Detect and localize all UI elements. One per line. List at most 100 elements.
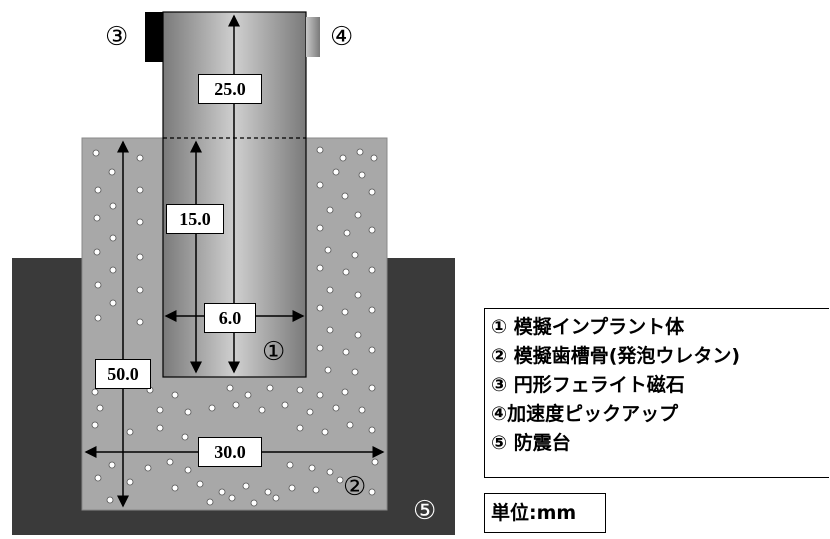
legend-item-magnet: ③ 円形フェライト磁石 — [491, 374, 685, 396]
unit-label: 単位:mm — [484, 493, 606, 533]
foam-bubble — [184, 466, 192, 474]
foam-bubble — [156, 406, 164, 414]
foam-bubble — [281, 401, 289, 409]
foam-bubble — [339, 154, 347, 162]
legend-item-pickup: ④加速度ピックアップ — [491, 403, 679, 425]
foam-bubble — [316, 391, 324, 399]
foam-bubble — [266, 384, 274, 392]
foam-bubble — [108, 461, 116, 469]
foam-bubble — [336, 476, 344, 484]
foam-bubble — [324, 366, 332, 374]
foam-bubble — [358, 406, 366, 414]
foam-bubble — [272, 494, 280, 502]
marker-pickup: ④ — [330, 22, 354, 52]
foam-bubble — [346, 421, 354, 429]
foam-bubble — [316, 344, 324, 352]
foam-bubble — [343, 229, 351, 237]
foam-bubble — [341, 192, 349, 200]
foam-bubble — [370, 154, 378, 162]
foam-bubble — [136, 154, 144, 162]
foam-bubble — [94, 314, 102, 322]
foam-bubble — [218, 488, 226, 496]
dim-label-foam-height: 50.0 — [95, 359, 151, 389]
foam-bubble — [354, 211, 362, 219]
foam-bubble — [109, 202, 117, 210]
foam-bubble — [371, 458, 379, 466]
legend-item-implant: ① 模擬インプラント体 — [491, 316, 685, 338]
ferrite-magnet — [145, 12, 163, 62]
foam-bubble — [258, 406, 266, 414]
foam-bubble — [94, 281, 102, 289]
foam-bubble — [250, 499, 258, 507]
foam-bubble — [228, 494, 236, 502]
foam-bubble — [91, 421, 99, 429]
foam-bubble — [92, 149, 100, 157]
foam-bubble — [316, 146, 324, 154]
foam-bubble — [244, 391, 252, 399]
foam-bubble — [296, 424, 304, 432]
foam-bubble — [306, 408, 314, 416]
foam-bubble — [171, 484, 179, 492]
foam-bubble — [368, 488, 376, 496]
foam-bubble — [171, 391, 179, 399]
dim-label-foam-width: 30.0 — [198, 437, 262, 467]
foam-bubble — [368, 226, 376, 234]
foam-bubble — [109, 266, 117, 274]
foam-bubble — [316, 304, 324, 312]
foam-bubble — [126, 478, 134, 486]
foam-bubble — [93, 214, 101, 222]
foam-bubble — [316, 264, 324, 272]
foam-bubble — [108, 168, 116, 176]
foam-bubble — [326, 286, 334, 294]
foam-bubble — [144, 464, 152, 472]
foam-bubble — [316, 181, 324, 189]
foam-bubble — [91, 388, 99, 396]
foam-bubble — [342, 268, 350, 276]
foam-bubble — [196, 480, 204, 488]
foam-bubble — [96, 404, 104, 412]
foam-bubble — [341, 388, 349, 396]
foam-bubble — [321, 428, 329, 436]
accelerometer-pickup — [306, 17, 320, 57]
foam-bubble — [326, 326, 334, 334]
foam-bubble — [354, 331, 362, 339]
foam-bubble — [232, 401, 240, 409]
foam-bubble — [156, 424, 164, 432]
dim-label-implant-diameter: 6.0 — [204, 303, 256, 333]
legend-item-foam: ② 模擬歯槽骨(発泡ウレタン) — [491, 345, 741, 367]
foam-bubble — [358, 171, 366, 179]
foam-bubble — [184, 408, 192, 416]
foam-bubble — [341, 308, 349, 316]
foam-bubble — [351, 368, 359, 376]
foam-bubble — [288, 484, 296, 492]
foam-bubble — [326, 468, 334, 476]
foam-bubble — [136, 186, 144, 194]
foam-bubble — [316, 224, 324, 232]
foam-bubble — [166, 458, 174, 466]
dim-label-pickup-height: 25.0 — [198, 74, 262, 104]
foam-bubble — [368, 426, 376, 434]
foam-bubble — [206, 498, 214, 506]
foam-bubble — [126, 428, 134, 436]
legend-item-table: ⑤ 防震台 — [491, 432, 571, 454]
foam-bubble — [181, 433, 189, 441]
foam-bubble — [332, 168, 340, 176]
foam-bubble — [94, 186, 102, 194]
foam-bubble — [296, 386, 304, 394]
foam-bubble — [354, 291, 362, 299]
foam-bubble — [93, 248, 101, 256]
foam-bubble — [264, 488, 272, 496]
foam-bubble — [286, 461, 294, 469]
foam-bubble — [368, 346, 376, 354]
foam-bubble — [136, 286, 144, 294]
foam-bubble — [368, 384, 376, 392]
foam-bubble — [106, 496, 114, 504]
foam-bubble — [308, 464, 316, 472]
marker-table: ⑤ — [413, 496, 437, 526]
foam-bubble — [136, 318, 144, 326]
marker-magnet: ③ — [105, 22, 129, 52]
foam-bubble — [342, 348, 350, 356]
foam-bubble — [326, 206, 334, 214]
foam-bubbles — [91, 146, 379, 507]
